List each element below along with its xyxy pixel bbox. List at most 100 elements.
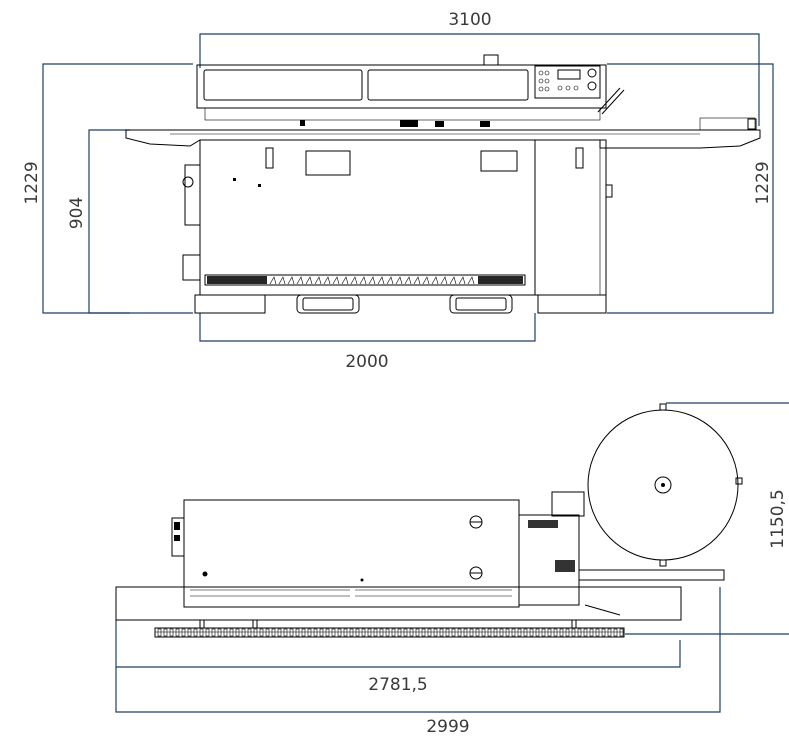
chain-link — [475, 628, 480, 637]
label-strip-mark — [467, 276, 475, 285]
label-strip-mark — [368, 276, 376, 285]
chain-link — [373, 628, 378, 637]
chain-link — [541, 628, 546, 637]
chain-link — [577, 628, 582, 637]
chain-link — [505, 628, 510, 637]
chain-link — [571, 628, 576, 637]
chain-link — [235, 628, 240, 637]
chain-link — [229, 628, 234, 637]
front-dimension-lines — [42, 33, 774, 342]
label-strip-mark — [305, 276, 313, 285]
chain-link — [295, 628, 300, 637]
chain-link — [463, 628, 468, 637]
chain-link — [307, 628, 312, 637]
chain-link — [217, 628, 222, 637]
chain-link — [367, 628, 372, 637]
chain-link — [619, 628, 624, 637]
dim-base-width-label: 2000 — [345, 352, 388, 372]
chain-link — [493, 628, 498, 637]
chain-link — [337, 628, 342, 637]
label-strip-mark — [287, 276, 295, 285]
chain-link — [403, 628, 408, 637]
chain-link — [517, 628, 522, 637]
chain-link — [271, 628, 276, 637]
chain-link — [391, 628, 396, 637]
chain-link — [559, 628, 564, 637]
label-strip-mark — [323, 276, 331, 285]
chain-link — [613, 628, 618, 637]
label-strip-mark — [440, 276, 448, 285]
chain-link — [583, 628, 588, 637]
chain-link — [469, 628, 474, 637]
chain-link — [205, 628, 210, 637]
chain-link — [319, 628, 324, 637]
chain-link — [301, 628, 306, 637]
edgebander-front — [125, 54, 761, 314]
chain-link — [421, 628, 426, 637]
top-dimension-lines — [115, 402, 789, 713]
control-panel — [534, 65, 601, 99]
chain-link — [355, 628, 360, 637]
chain-link — [601, 628, 606, 637]
dim-length-outer-label: 2999 — [426, 717, 469, 736]
dim-height-right-label: 1229 — [753, 161, 773, 204]
chain-link — [415, 628, 420, 637]
chain-link — [325, 628, 330, 637]
chain-link — [211, 628, 216, 637]
label-strip-mark — [341, 276, 349, 285]
chain-link — [223, 628, 228, 637]
edgebander-plan — [115, 403, 743, 638]
chain-link — [547, 628, 552, 637]
label-strip-mark — [359, 276, 367, 285]
label-strip-mark — [377, 276, 385, 285]
chain-link — [589, 628, 594, 637]
chain-link — [187, 628, 192, 637]
top-view: 1150,5 2781,5 2999 — [115, 402, 789, 736]
chain-link — [397, 628, 402, 637]
chain-link — [385, 628, 390, 637]
chain-link — [277, 628, 282, 637]
chain-link — [379, 628, 384, 637]
chain-link — [553, 628, 558, 637]
chain-link — [409, 628, 414, 637]
chain-link — [511, 628, 516, 637]
label-strip-mark — [314, 276, 322, 285]
chain-link — [607, 628, 612, 637]
chain-link — [181, 628, 186, 637]
front-view: 3100 1229 1229 904 2000 — [22, 10, 774, 372]
chain-link — [535, 628, 540, 637]
dim-length-inner-label: 2781,5 — [368, 675, 427, 695]
chain-link — [253, 628, 258, 637]
chain-link — [451, 628, 456, 637]
label-strip-mark — [413, 276, 421, 285]
chain-link — [265, 628, 270, 637]
chain-link — [289, 628, 294, 637]
chain-link — [529, 628, 534, 637]
dim-height-left-label: 1229 — [22, 161, 42, 204]
chain-link — [487, 628, 492, 637]
chain-link — [523, 628, 528, 637]
chain-link — [343, 628, 348, 637]
label-strip-mark — [458, 276, 466, 285]
chain-link — [445, 628, 450, 637]
label-strip-mark — [386, 276, 394, 285]
label-strip-mark — [431, 276, 439, 285]
chain-link — [193, 628, 198, 637]
label-strip-mark — [395, 276, 403, 285]
label-strip-mark — [278, 276, 286, 285]
chain-link — [331, 628, 336, 637]
chain-link — [565, 628, 570, 637]
chain-link — [595, 628, 600, 637]
chain-link — [361, 628, 366, 637]
label-strip-mark — [350, 276, 358, 285]
label-strip-mark — [269, 276, 277, 285]
chain-link — [499, 628, 504, 637]
chain-link — [199, 628, 204, 637]
label-strip-mark — [296, 276, 304, 285]
label-strip-mark — [449, 276, 457, 285]
dim-table-height-label: 904 — [67, 197, 87, 229]
chain-link — [169, 628, 174, 637]
chain-link — [163, 628, 168, 637]
chain-link — [175, 628, 180, 637]
